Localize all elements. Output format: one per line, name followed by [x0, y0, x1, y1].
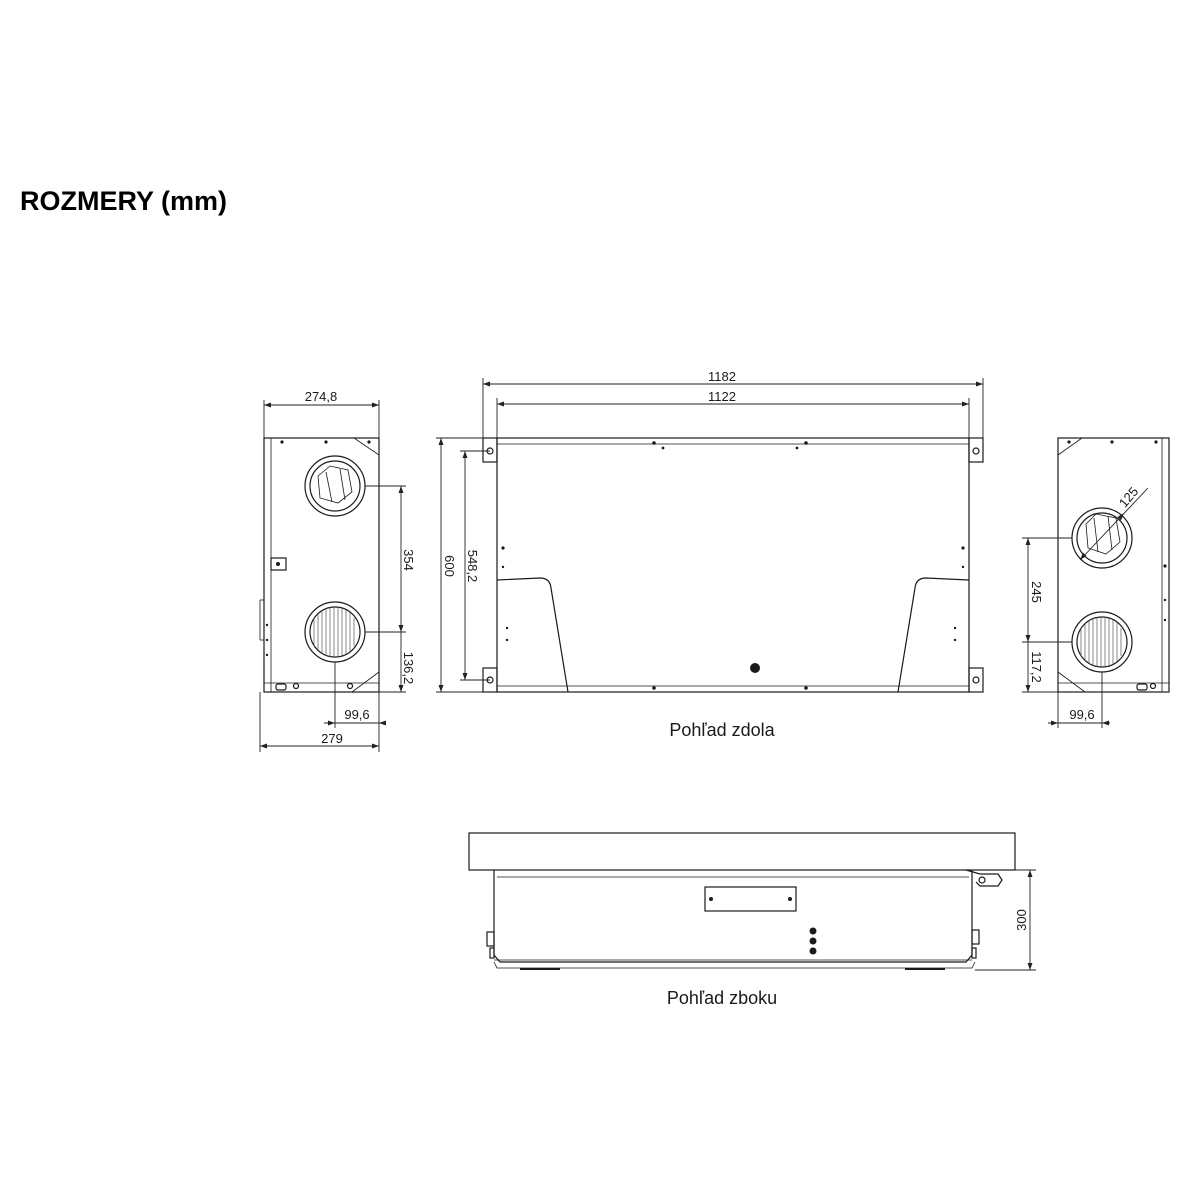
right-lower-port-hatch	[1080, 617, 1122, 667]
side-view: 300 Pohľad zboku	[468, 832, 1036, 1008]
bottom-view-caption: Pohľad zdola	[669, 720, 775, 740]
overall-height-label: 600	[442, 555, 457, 577]
right-end-view: 125 245 117,2 99,6	[1022, 437, 1170, 728]
left-port-spacing-label: 354	[401, 549, 416, 571]
left-outlet-offset-label: 99,6	[344, 707, 369, 722]
left-end-view: 274,8 354 136,2 99,6 279	[259, 389, 416, 752]
bottom-view: 1182 1122 600 548,2 Pohľad zdola	[436, 369, 984, 740]
left-top-width-label: 274,8	[305, 389, 338, 404]
left-bottom-width-label: 279	[321, 731, 343, 746]
right-port-spacing-label: 245	[1029, 581, 1044, 603]
inner-height-label: 548,2	[465, 550, 480, 583]
overall-length-label: 1182	[708, 369, 736, 384]
right-outlet-offset-label: 99,6	[1069, 707, 1094, 722]
page-title: ROZMERY (mm)	[20, 186, 228, 216]
left-lower-port-hatch	[313, 607, 355, 657]
side-view-caption: Pohľad zboku	[667, 988, 777, 1008]
left-lower-port-height-label: 136,2	[401, 652, 416, 685]
port-diameter-label: 125	[1116, 484, 1141, 510]
right-lower-port-height-label: 117,2	[1029, 651, 1044, 683]
inner-length-label: 1122	[708, 389, 736, 404]
side-height-label: 300	[1014, 909, 1029, 931]
